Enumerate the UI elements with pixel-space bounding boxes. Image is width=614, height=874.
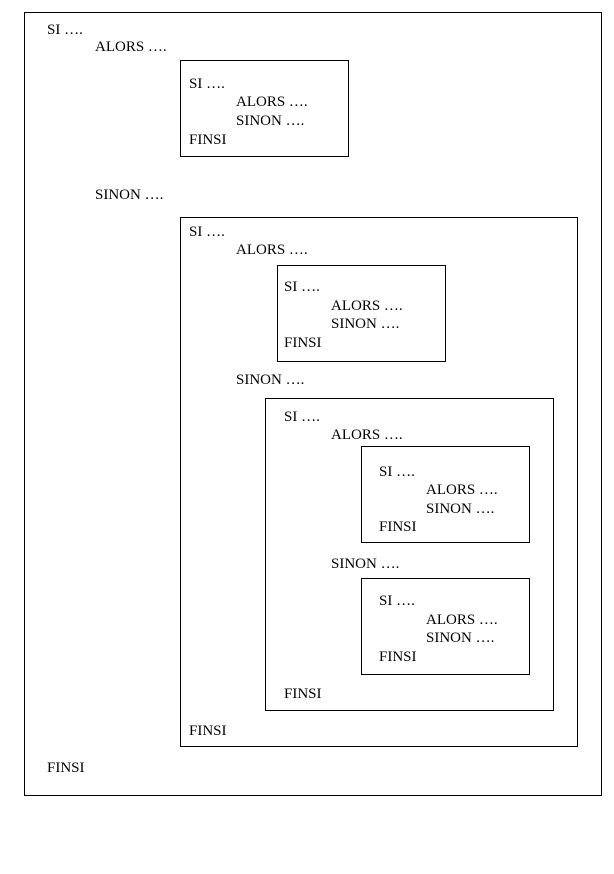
b-sinon-nested-alors-label: ALORS …. [331,427,403,443]
sinon-nested-finsi-label: FINSI [189,723,227,739]
sinon-nested-alors-label: ALORS …. [236,242,308,258]
d-sinon-nested-alors-label: ALORS …. [426,612,498,628]
d-alors-nested-box [361,446,530,543]
outer-alors-label: ALORS …. [95,39,167,55]
d-sinon-nested-finsi-label: FINSI [379,649,417,665]
d-sinon-nested-si-label: SI …. [379,593,415,609]
sinon-nested-sinon-label: SINON …. [236,372,305,388]
b-sinon-nested-box [265,398,554,711]
b-sinon-nested-si-label: SI …. [284,409,320,425]
b-sinon-nested-sinon-label: SINON …. [331,556,400,572]
alors-nested-sinon-label: SINON …. [236,113,305,129]
d-alors-nested-sinon-label: SINON …. [426,501,495,517]
sinon-nested-box [180,217,578,747]
d-alors-nested-alors-label: ALORS …. [426,482,498,498]
alors-nested-box [180,60,349,157]
d-alors-nested-finsi-label: FINSI [379,519,417,535]
alors-nested-finsi-label: FINSI [189,132,227,148]
outer-sinon-label: SINON …. [95,187,164,203]
alors-nested-si-label: SI …. [189,76,225,92]
outer-finsi-label: FINSI [47,760,85,776]
outer-frame [24,12,602,796]
b-sinon-nested-finsi-label: FINSI [284,686,322,702]
outer-si-label: SI …. [47,22,83,38]
d-alors-nested-si-label: SI …. [379,464,415,480]
d-sinon-nested-sinon-label: SINON …. [426,630,495,646]
sinon-nested-si-label: SI …. [189,224,225,240]
b-alors-nested-si-label: SI …. [284,279,320,295]
d-sinon-nested-box [361,578,530,675]
b-alors-nested-finsi-label: FINSI [284,335,322,351]
b-alors-nested-sinon-label: SINON …. [331,316,400,332]
b-alors-nested-box [277,265,446,362]
b-alors-nested-alors-label: ALORS …. [331,298,403,314]
alors-nested-alors-label: ALORS …. [236,94,308,110]
